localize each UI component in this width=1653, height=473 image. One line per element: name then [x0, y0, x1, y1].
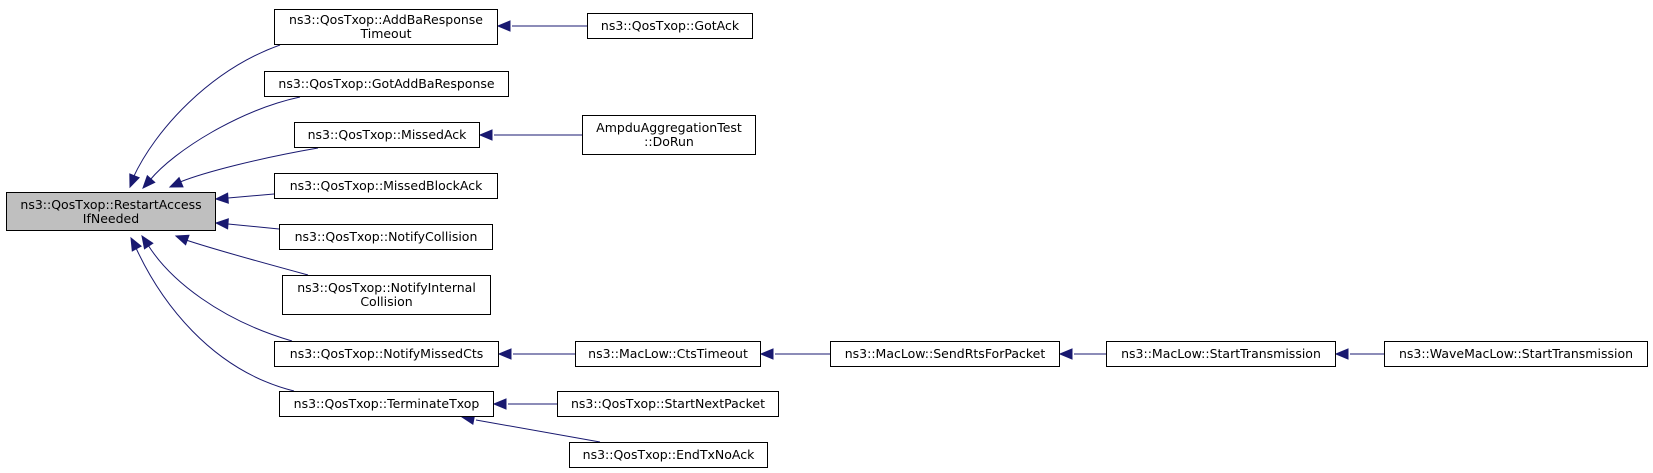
node-mac-low-cts-timeout[interactable]: ns3::MacLow::CtsTimeout	[575, 341, 761, 367]
arrowhead-icon	[142, 174, 156, 189]
arrowhead-icon	[130, 236, 142, 252]
edge-notify-internal-to-restart	[174, 234, 309, 276]
arrowhead-icon	[759, 348, 774, 360]
arrowhead-icon	[214, 218, 229, 230]
edge-addba-timeout-to-restart	[129, 44, 281, 189]
edge-ampdu-to-missed-ack	[478, 129, 582, 141]
node-restart-access-if-needed: ns3::QosTxop::RestartAccess IfNeeded	[6, 192, 216, 231]
node-label-line: ns3::QosTxop::MissedBlockAck	[289, 178, 483, 193]
edge-notify-collision-to-restart	[214, 218, 280, 230]
node-end-tx-no-ack[interactable]: ns3::QosTxop::EndTxNoAck	[569, 442, 768, 468]
edge-cts-timeout-to-notify-missed-cts	[497, 348, 575, 360]
node-notify-internal-collision[interactable]: ns3::QosTxop::NotifyInternal Collision	[282, 275, 491, 315]
node-label-line: ns3::QosTxop::NotifyInternal	[297, 280, 476, 295]
edge-got-addba-to-restart	[142, 96, 301, 189]
edge-line	[475, 419, 601, 443]
node-mac-low-send-rts-for-packet[interactable]: ns3::MacLow::SendRtsForPacket	[830, 341, 1060, 367]
node-label-line: IfNeeded	[82, 210, 140, 226]
node-wave-mac-low-start-transmission[interactable]: ns3::WaveMacLow::StartTransmission	[1384, 341, 1648, 367]
node-label-line: ns3::QosTxop::GotAddBaResponse	[278, 76, 495, 91]
arrowhead-icon	[174, 234, 190, 246]
node-label-line: ns3::QosTxop::EndTxNoAck	[582, 447, 755, 462]
node-label-line: Collision	[360, 294, 413, 309]
arrowhead-icon	[1334, 348, 1349, 360]
node-label-line: ns3::QosTxop::RestartAccess	[20, 196, 202, 212]
arrowhead-icon	[214, 192, 229, 204]
edge-end-tx-noack-to-terminate-txop	[460, 413, 601, 443]
node-label-line: Timeout	[360, 26, 412, 41]
node-label-line: ns3::WaveMacLow::StartTransmission	[1398, 346, 1634, 361]
edge-start-next-to-terminate-txop	[492, 398, 557, 410]
node-label-line: ns3::QosTxop::StartNextPacket	[570, 396, 765, 411]
node-label-line: ns3::QosTxop::GotAck	[600, 18, 740, 33]
edge-missed-block-ack-to-restart	[214, 192, 275, 204]
edge-start-tx-to-send-rts	[1058, 348, 1106, 360]
node-label-line: ns3::QosTxop::NotifyCollision	[294, 229, 478, 244]
edge-line	[132, 44, 281, 179]
arrowhead-icon	[492, 398, 507, 410]
node-label-line: ns3::QosTxop::MissedAck	[307, 127, 467, 142]
arrowhead-icon	[478, 129, 493, 141]
node-start-next-packet[interactable]: ns3::QosTxop::StartNextPacket	[557, 391, 779, 417]
node-label-line: ns3::MacLow::StartTransmission	[1121, 346, 1321, 361]
node-label-line: ns3::QosTxop::AddBaResponse	[289, 12, 483, 27]
edge-missed-ack-to-restart	[168, 147, 319, 188]
node-notify-missed-cts[interactable]: ns3::QosTxop::NotifyMissedCts	[274, 341, 499, 367]
edge-notify-missed-cts-to-restart	[141, 234, 293, 342]
arrowhead-icon	[129, 173, 140, 189]
node-got-addba-response[interactable]: ns3::QosTxop::GotAddBaResponse	[264, 71, 509, 97]
edge-line	[185, 239, 309, 276]
node-label-line: ns3::MacLow::SendRtsForPacket	[844, 346, 1046, 361]
node-got-ack[interactable]: ns3::QosTxop::GotAck	[587, 13, 753, 39]
edge-line	[147, 244, 293, 342]
edge-got-ack-to-addba-timeout	[496, 20, 587, 32]
node-notify-collision[interactable]: ns3::QosTxop::NotifyCollision	[279, 224, 493, 250]
arrowhead-icon	[497, 348, 512, 360]
node-terminate-txop[interactable]: ns3::QosTxop::TerminateTxop	[279, 391, 494, 417]
edge-wave-start-tx-to-start-tx	[1334, 348, 1384, 360]
edge-line	[227, 223, 280, 230]
edge-line	[227, 193, 275, 199]
node-mac-low-start-transmission[interactable]: ns3::MacLow::StartTransmission	[1106, 341, 1336, 367]
node-label-line: ns3::QosTxop::NotifyMissedCts	[289, 346, 484, 361]
node-missed-ack[interactable]: ns3::QosTxop::MissedAck	[294, 122, 480, 148]
node-label-line: ns3::MacLow::CtsTimeout	[588, 346, 748, 361]
edge-line	[179, 147, 319, 183]
node-addba-response-timeout[interactable]: ns3::QosTxop::AddBaResponse Timeout	[274, 9, 498, 45]
node-label-line: ::DoRun	[644, 134, 694, 149]
edge-line	[149, 96, 301, 181]
node-missed-block-ack[interactable]: ns3::QosTxop::MissedBlockAck	[274, 173, 498, 199]
node-ampdu-aggregation-test[interactable]: AmpduAggregationTest ::DoRun	[582, 115, 756, 155]
arrowhead-icon	[496, 20, 511, 32]
node-label-line: AmpduAggregationTest	[596, 120, 742, 135]
arrowhead-icon	[168, 176, 184, 188]
arrowhead-icon	[141, 234, 154, 250]
edge-send-rts-to-cts-timeout	[759, 348, 830, 360]
arrowhead-icon	[1058, 348, 1073, 360]
edge-terminate-txop-to-restart	[130, 236, 295, 392]
node-label-line: ns3::QosTxop::TerminateTxop	[293, 396, 480, 411]
edge-line	[135, 247, 295, 392]
